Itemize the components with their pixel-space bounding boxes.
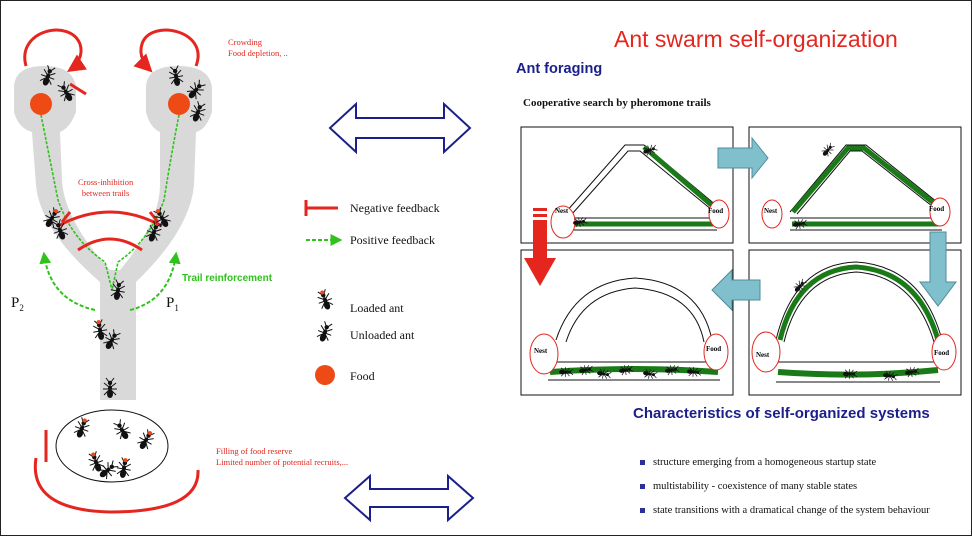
panel3-nest-label: Nest xyxy=(534,347,548,355)
foraging-panel-3 xyxy=(520,249,734,396)
path-p1-label: P1 xyxy=(166,295,179,313)
characteristics-list: structure emerging from a homogeneous st… xyxy=(640,450,930,522)
panel2-food-label: Food xyxy=(929,205,945,213)
reserve-note: Filling of food reserve Limited number o… xyxy=(216,446,349,468)
legend-food-label: Food xyxy=(350,369,375,383)
pheromone-trails xyxy=(40,114,180,291)
legend-unloaded-ant-icon xyxy=(314,319,336,345)
transition-arrow-down xyxy=(919,231,957,307)
panel4-nest-label: Nest xyxy=(756,351,770,359)
characteristics-item: state transitions with a dramatical chan… xyxy=(640,498,930,522)
transition-arrow-right xyxy=(717,136,769,180)
crowding-note: Crowding Food depletion, .. xyxy=(228,37,288,58)
path-p2-label: P2 xyxy=(11,295,24,313)
foraging-panel-2 xyxy=(748,126,962,244)
ant-trail-diagram xyxy=(14,28,212,514)
trail-reinforcement-loops xyxy=(39,251,181,311)
legend xyxy=(304,200,343,385)
trail-reinforcement-label: Trail reinforcement xyxy=(182,273,273,284)
characteristics-item: structure emerging from a homogeneous st… xyxy=(640,450,930,474)
legend-food-icon xyxy=(315,365,335,385)
legend-unloaded-ant-label: Unloaded ant xyxy=(350,328,415,342)
panel1-food-label: Food xyxy=(708,207,724,215)
transition-arrow-left xyxy=(711,268,761,312)
characteristics-heading: Characteristics of self-organized system… xyxy=(633,405,930,422)
panel1-nest-label: Nest xyxy=(555,207,569,215)
bullet-icon xyxy=(640,459,645,465)
slide-title: Ant swarm self-organization xyxy=(614,26,898,52)
section-heading: Ant foraging xyxy=(516,61,603,77)
negative-feedback-loop-right xyxy=(133,28,200,73)
double-arrow-bottom xyxy=(343,473,475,523)
nest-ellipse xyxy=(55,409,169,483)
cross-inhibition-label: Cross-inhibition between trails xyxy=(78,177,134,198)
bullet-icon xyxy=(640,483,645,489)
trail-channel xyxy=(14,66,212,400)
panel2-nest-label: Nest xyxy=(764,207,778,215)
state-transition-red-arrow xyxy=(524,208,556,286)
foraging-panels xyxy=(520,126,962,396)
legend-negative-feedback-symbol xyxy=(304,200,338,216)
legend-loaded-ant-label: Loaded ant xyxy=(350,301,404,315)
subheading: Cooperative search by pheromone trails xyxy=(523,97,711,109)
legend-negative-feedback-label: Negative feedback xyxy=(350,201,440,215)
food-source-right xyxy=(168,93,190,115)
legend-positive-feedback-label: Positive feedback xyxy=(350,233,435,247)
legend-loaded-ant-icon xyxy=(315,288,335,312)
food-source-left xyxy=(30,93,52,115)
panel4-food-label: Food xyxy=(934,349,950,357)
negative-feedback-loop-bottom xyxy=(33,430,200,514)
cross-inhibition-arcs xyxy=(57,210,163,252)
double-arrow-top xyxy=(328,101,472,155)
foraging-panel-4 xyxy=(748,249,962,396)
panel3-food-label: Food xyxy=(706,345,722,353)
foraging-panel-1 xyxy=(520,126,734,244)
bullet-icon xyxy=(640,507,645,513)
negative-feedback-loop-left xyxy=(23,28,87,96)
characteristics-item: multistability - coexistence of many sta… xyxy=(640,474,930,498)
